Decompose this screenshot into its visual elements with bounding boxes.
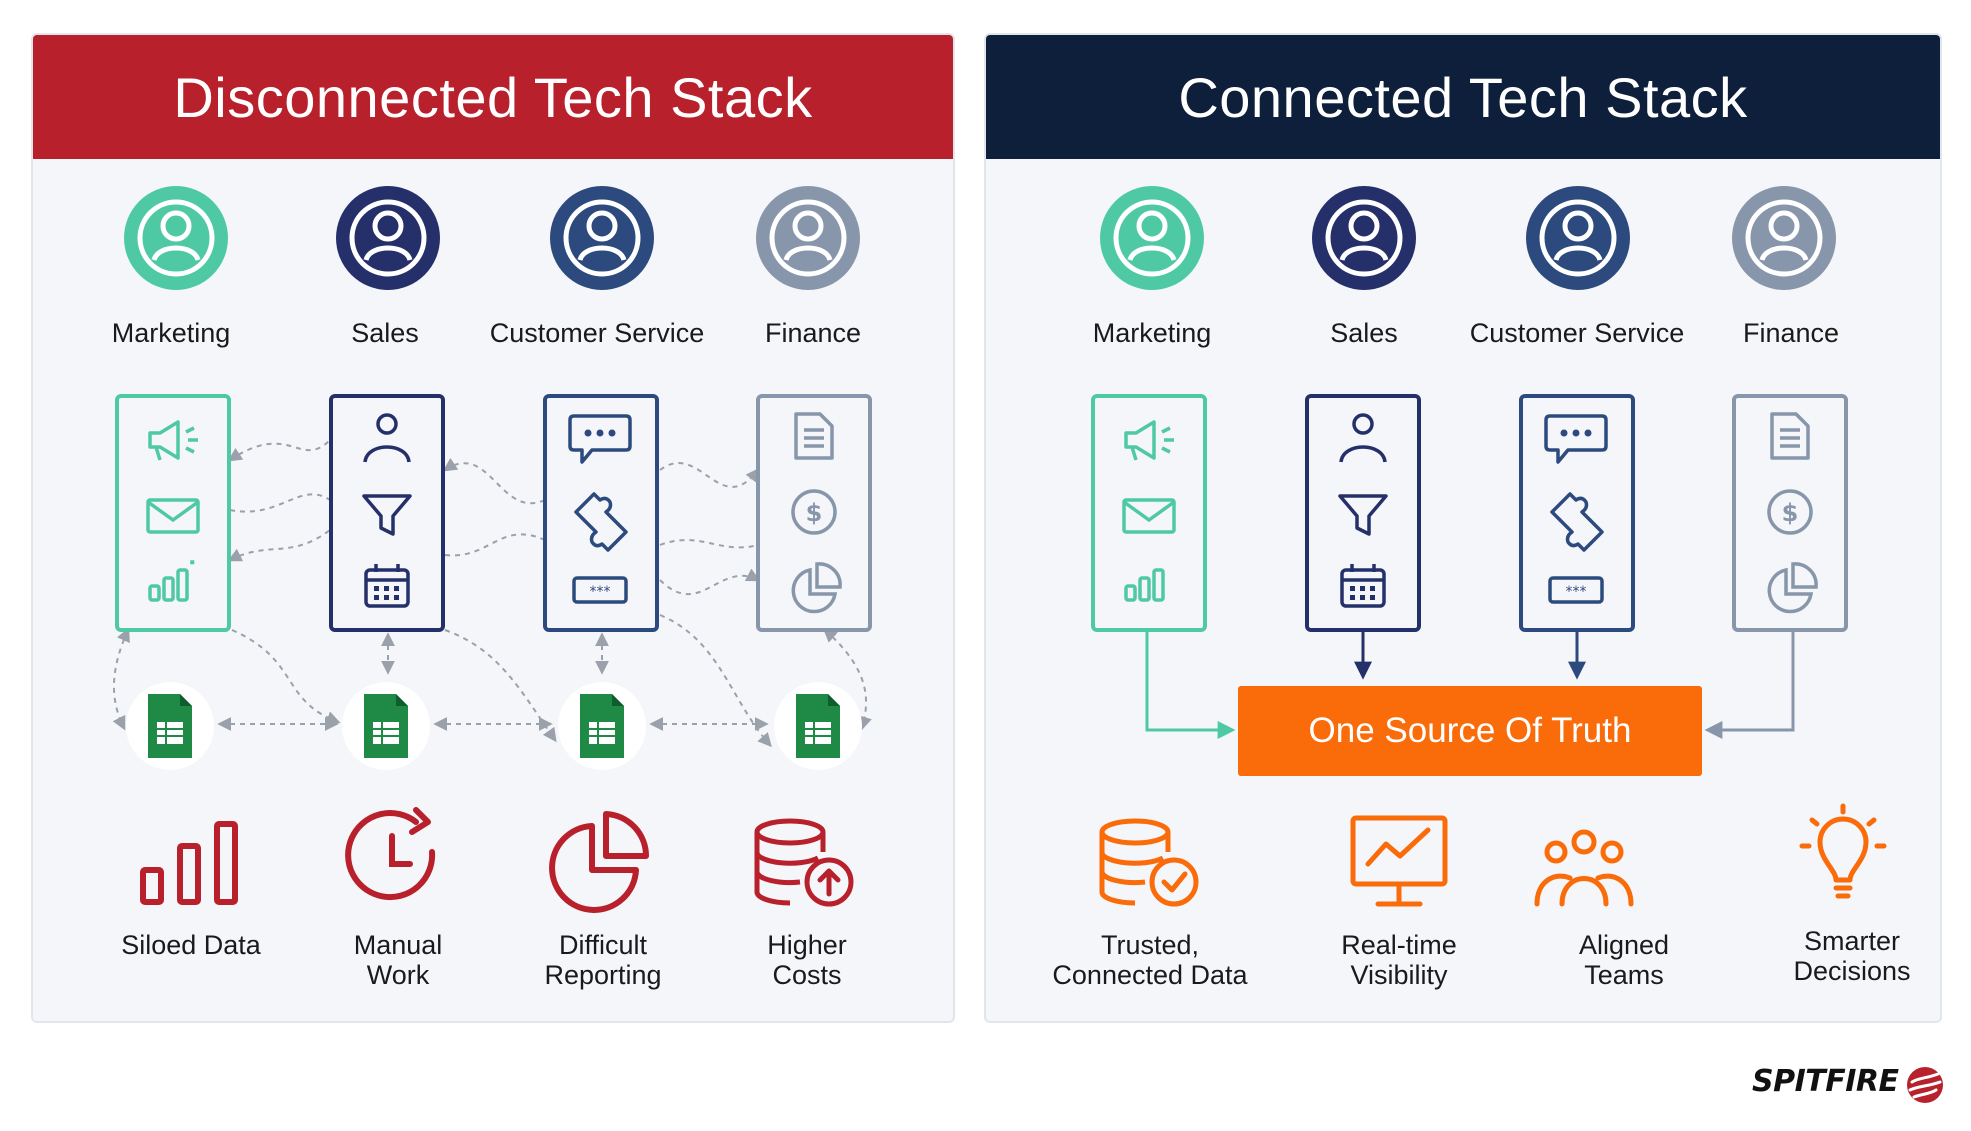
brand-wordmark: SPITFIRE xyxy=(1752,1064,1899,1099)
real-time-visibility-monitor-icon xyxy=(1350,815,1448,907)
right-dept-label-customer-service: Customer Service xyxy=(1469,318,1685,348)
pie-chart-icon xyxy=(1767,562,1818,614)
connected-title: Connected Tech Stack xyxy=(986,35,1940,159)
siloed-data-bar-chart-icon xyxy=(140,821,238,905)
pie-chart-icon xyxy=(791,562,842,614)
one-source-of-truth-hub: One Source Of Truth xyxy=(1238,686,1702,776)
left-finance-tools: $ xyxy=(756,394,872,632)
svg-text:$: $ xyxy=(1782,499,1799,527)
right-outcome-real-time-visibility: Real-time Visibility xyxy=(1341,930,1457,990)
funnel-icon xyxy=(1338,494,1388,536)
document-icon xyxy=(1770,412,1810,460)
left-dept-label-customer-service: Customer Service xyxy=(489,318,705,348)
right-marketing-tools xyxy=(1091,394,1207,632)
right-customer-service-avatar xyxy=(1526,186,1630,290)
left-marketing-tools xyxy=(115,394,231,632)
right-sales-avatar xyxy=(1312,186,1416,290)
left-dept-label-marketing: Marketing xyxy=(111,318,231,348)
left-dept-label-finance: Finance xyxy=(764,318,862,348)
flame-ball-icon xyxy=(1907,1067,1943,1103)
left-sales-avatar xyxy=(336,186,440,290)
document-icon xyxy=(794,412,834,460)
left-outcome-higher-costs: Higher Costs xyxy=(767,930,847,990)
dollar-coin-icon: $ xyxy=(791,489,837,535)
right-outcome-aligned-teams: Aligned Teams xyxy=(1578,930,1670,990)
left-dept-label-sales: Sales xyxy=(351,318,419,348)
person-icon xyxy=(363,413,411,463)
ticket-icon xyxy=(574,492,628,552)
svg-text:$: $ xyxy=(806,499,823,527)
password-field-icon: *** xyxy=(572,576,628,604)
smarter-decisions-lightbulb-icon xyxy=(1799,803,1887,899)
bar-chart-icon xyxy=(148,560,195,602)
left-spreadsheet-sales xyxy=(342,682,430,770)
left-outcome-difficult-reporting: Difficult Reporting xyxy=(544,930,662,990)
svg-text:***: *** xyxy=(1566,584,1587,600)
aligned-teams-group-icon xyxy=(1534,829,1634,907)
right-hub-connectors xyxy=(1145,632,1795,739)
left-spreadsheet-marketing xyxy=(126,682,214,770)
calendar-icon xyxy=(1340,564,1386,608)
right-customer-service-tools: *** xyxy=(1519,394,1635,632)
right-finance-avatar xyxy=(1732,186,1836,290)
left-outcome-siloed-data: Siloed Data xyxy=(121,930,261,960)
disconnected-title: Disconnected Tech Stack xyxy=(33,35,953,159)
bar-chart-icon xyxy=(1124,568,1165,602)
left-marketing-avatar xyxy=(124,186,228,290)
chat-bubble-icon xyxy=(1544,414,1608,464)
difficult-reporting-pie-chart-icon xyxy=(549,811,650,913)
left-outcome-manual-work: Manual Work xyxy=(353,930,443,990)
right-finance-tools: $ xyxy=(1732,394,1848,632)
right-dept-label-finance: Finance xyxy=(1742,318,1840,348)
right-outcome-trusted-data: Trusted, Connected Data xyxy=(1052,930,1248,990)
svg-text:***: *** xyxy=(590,584,611,600)
right-marketing-avatar xyxy=(1100,186,1204,290)
right-outcome-smarter-decisions: Smarter Decisions xyxy=(1793,926,1911,986)
ticket-icon xyxy=(1550,492,1604,552)
envelope-icon xyxy=(146,498,200,534)
left-sales-tools xyxy=(329,394,445,632)
higher-costs-database-icon xyxy=(754,818,854,907)
right-dept-label-marketing: Marketing xyxy=(1092,318,1212,348)
megaphone-icon xyxy=(1124,420,1174,461)
left-tangled-connections xyxy=(112,439,872,748)
chat-bubble-icon xyxy=(568,414,632,464)
left-spreadsheet-finance xyxy=(774,682,862,770)
funnel-icon xyxy=(362,494,412,536)
trusted-data-database-check-icon xyxy=(1099,818,1199,907)
right-dept-label-sales: Sales xyxy=(1330,318,1398,348)
manual-work-clock-icon xyxy=(345,807,436,901)
calendar-icon xyxy=(364,564,410,608)
left-finance-avatar xyxy=(756,186,860,290)
spitfire-logo: SPITFIRE xyxy=(1752,1062,1943,1106)
left-spreadsheet-customer-service xyxy=(558,682,646,770)
password-field-icon: *** xyxy=(1548,576,1604,604)
envelope-icon xyxy=(1122,498,1176,534)
right-sales-tools xyxy=(1305,394,1421,632)
left-customer-service-avatar xyxy=(550,186,654,290)
person-icon xyxy=(1339,413,1387,463)
megaphone-icon xyxy=(148,420,198,461)
left-customer-service-tools: *** xyxy=(543,394,659,632)
dollar-coin-icon: $ xyxy=(1767,489,1813,535)
